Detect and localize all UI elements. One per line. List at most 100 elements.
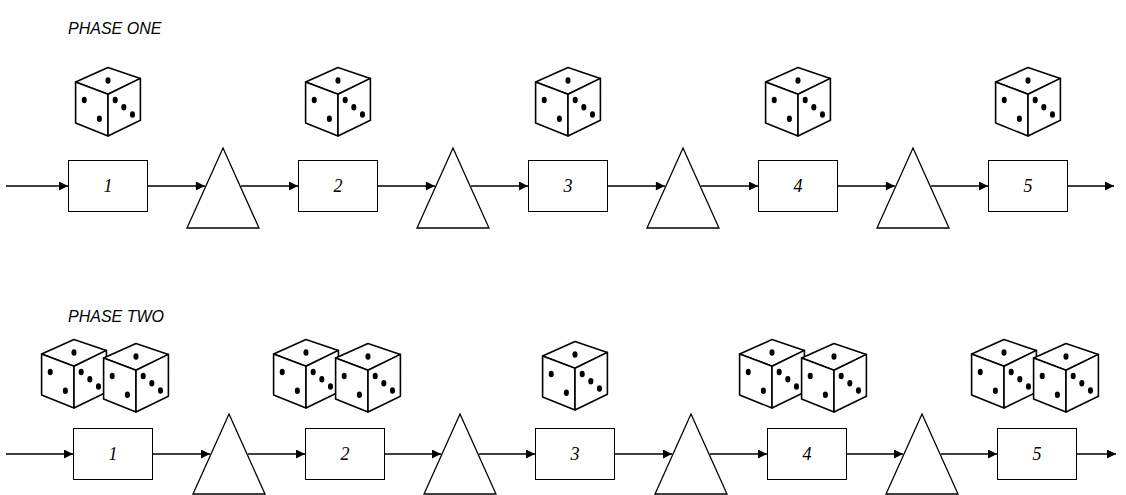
die-pip [847, 380, 852, 386]
die-icon [766, 68, 831, 136]
die-pip [149, 380, 154, 386]
die-pip [1063, 353, 1068, 359]
die-pip [746, 369, 751, 375]
die-icon [996, 68, 1061, 136]
die-pip [590, 111, 595, 117]
die-pip [303, 349, 308, 355]
die-icon [306, 68, 371, 136]
die-pip [1055, 391, 1060, 397]
buffer-triangle [877, 148, 949, 228]
die-pip [565, 77, 570, 83]
connector-segment [838, 185, 895, 186]
flow-connector [148, 186, 298, 187]
die-icon [76, 68, 141, 136]
die-face [136, 354, 168, 412]
die-face [1034, 358, 1066, 412]
die-pip [803, 97, 808, 103]
die-pip [280, 369, 285, 375]
die-face [306, 350, 338, 408]
die-face [108, 78, 140, 136]
box-number: 1 [104, 176, 113, 197]
box-number: 1 [109, 444, 118, 465]
die-pip [823, 391, 828, 397]
die-face [972, 354, 1004, 408]
die-pip [1002, 97, 1007, 103]
box-number: 3 [571, 444, 580, 465]
flow-arrow [1068, 185, 1114, 186]
die-pip [351, 104, 356, 110]
flow-arrow [1077, 453, 1116, 454]
die-pip [839, 373, 844, 379]
die-pip [357, 391, 362, 397]
connector-segment [248, 453, 305, 454]
die-pip [1050, 111, 1055, 117]
die-pip [1009, 369, 1014, 375]
die-pip [79, 369, 84, 375]
die-icon [42, 340, 107, 408]
die-pip [319, 376, 324, 382]
die-pip [795, 77, 800, 83]
phase-label: PHASE ONE [68, 20, 161, 38]
die-icon [336, 344, 401, 412]
die-icon [274, 340, 339, 408]
die-pip [158, 387, 163, 393]
die-face [802, 358, 834, 412]
connector-segment [701, 185, 758, 186]
phase-label: PHASE TWO [68, 308, 164, 326]
die-pip [557, 115, 562, 121]
die-pip [141, 373, 146, 379]
connector-segment [479, 453, 535, 454]
box-number: 2 [334, 176, 343, 197]
connector-segment [710, 453, 767, 454]
die-pip [390, 387, 395, 393]
die-pip [1033, 97, 1038, 103]
die-icon [740, 340, 805, 408]
die-pip [808, 373, 813, 379]
die-pip [777, 369, 782, 375]
connector-segment [378, 185, 435, 186]
die-icon [543, 342, 608, 410]
die-face [42, 354, 74, 408]
buffer-triangle [417, 148, 489, 228]
die-face [996, 82, 1028, 136]
die-icon [536, 68, 601, 136]
flow-connector [608, 186, 758, 187]
die-face [766, 82, 798, 136]
die-pip [549, 371, 554, 377]
die-face [536, 82, 568, 136]
die-pip [343, 97, 348, 103]
die-face [575, 352, 607, 410]
die-face [568, 78, 600, 136]
die-icon [972, 340, 1037, 408]
die-face [740, 354, 772, 408]
die-pip [365, 353, 370, 359]
die-icon [104, 344, 169, 412]
connector-segment [148, 185, 205, 186]
die-face [74, 350, 106, 408]
die-face [1066, 354, 1098, 412]
die-pip [993, 387, 998, 393]
flow-connector [378, 186, 528, 187]
die-icon [1034, 344, 1099, 412]
die-pip [794, 383, 799, 389]
die-pip [769, 349, 774, 355]
process-box: 2 [305, 428, 385, 480]
die-pip [1017, 376, 1022, 382]
process-box: 1 [73, 428, 153, 480]
die-pip [113, 97, 118, 103]
buffer-triangle [647, 148, 719, 228]
die-pip [856, 387, 861, 393]
box-number: 3 [564, 176, 573, 197]
die-pip [312, 97, 317, 103]
die-pip [1017, 115, 1022, 121]
die-pip [48, 369, 53, 375]
process-box: 1 [68, 160, 148, 212]
die-pip [772, 97, 777, 103]
die-pip [1079, 380, 1084, 386]
process-box: 4 [758, 160, 838, 212]
die-pip [1001, 349, 1006, 355]
die-pip [342, 373, 347, 379]
die-face [772, 350, 804, 408]
